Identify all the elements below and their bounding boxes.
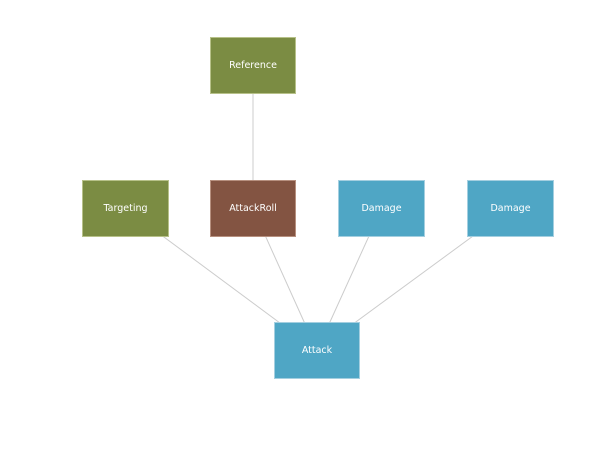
node-damage-1[interactable]: Damage [338, 180, 425, 237]
node-attackroll[interactable]: AttackRoll [210, 180, 296, 237]
node-damage-2[interactable]: Damage [467, 180, 554, 237]
node-reference[interactable]: Reference [210, 37, 296, 94]
node-damage-2-label: Damage [490, 202, 531, 214]
node-targeting[interactable]: Targeting [82, 180, 169, 237]
node-attackroll-label: AttackRoll [229, 202, 277, 214]
node-reference-label: Reference [229, 59, 277, 71]
node-attack-label: Attack [301, 344, 333, 356]
node-targeting-label: Targeting [103, 202, 148, 214]
node-damage-1-label: Damage [361, 202, 402, 214]
node-attack[interactable]: Attack [274, 322, 360, 379]
